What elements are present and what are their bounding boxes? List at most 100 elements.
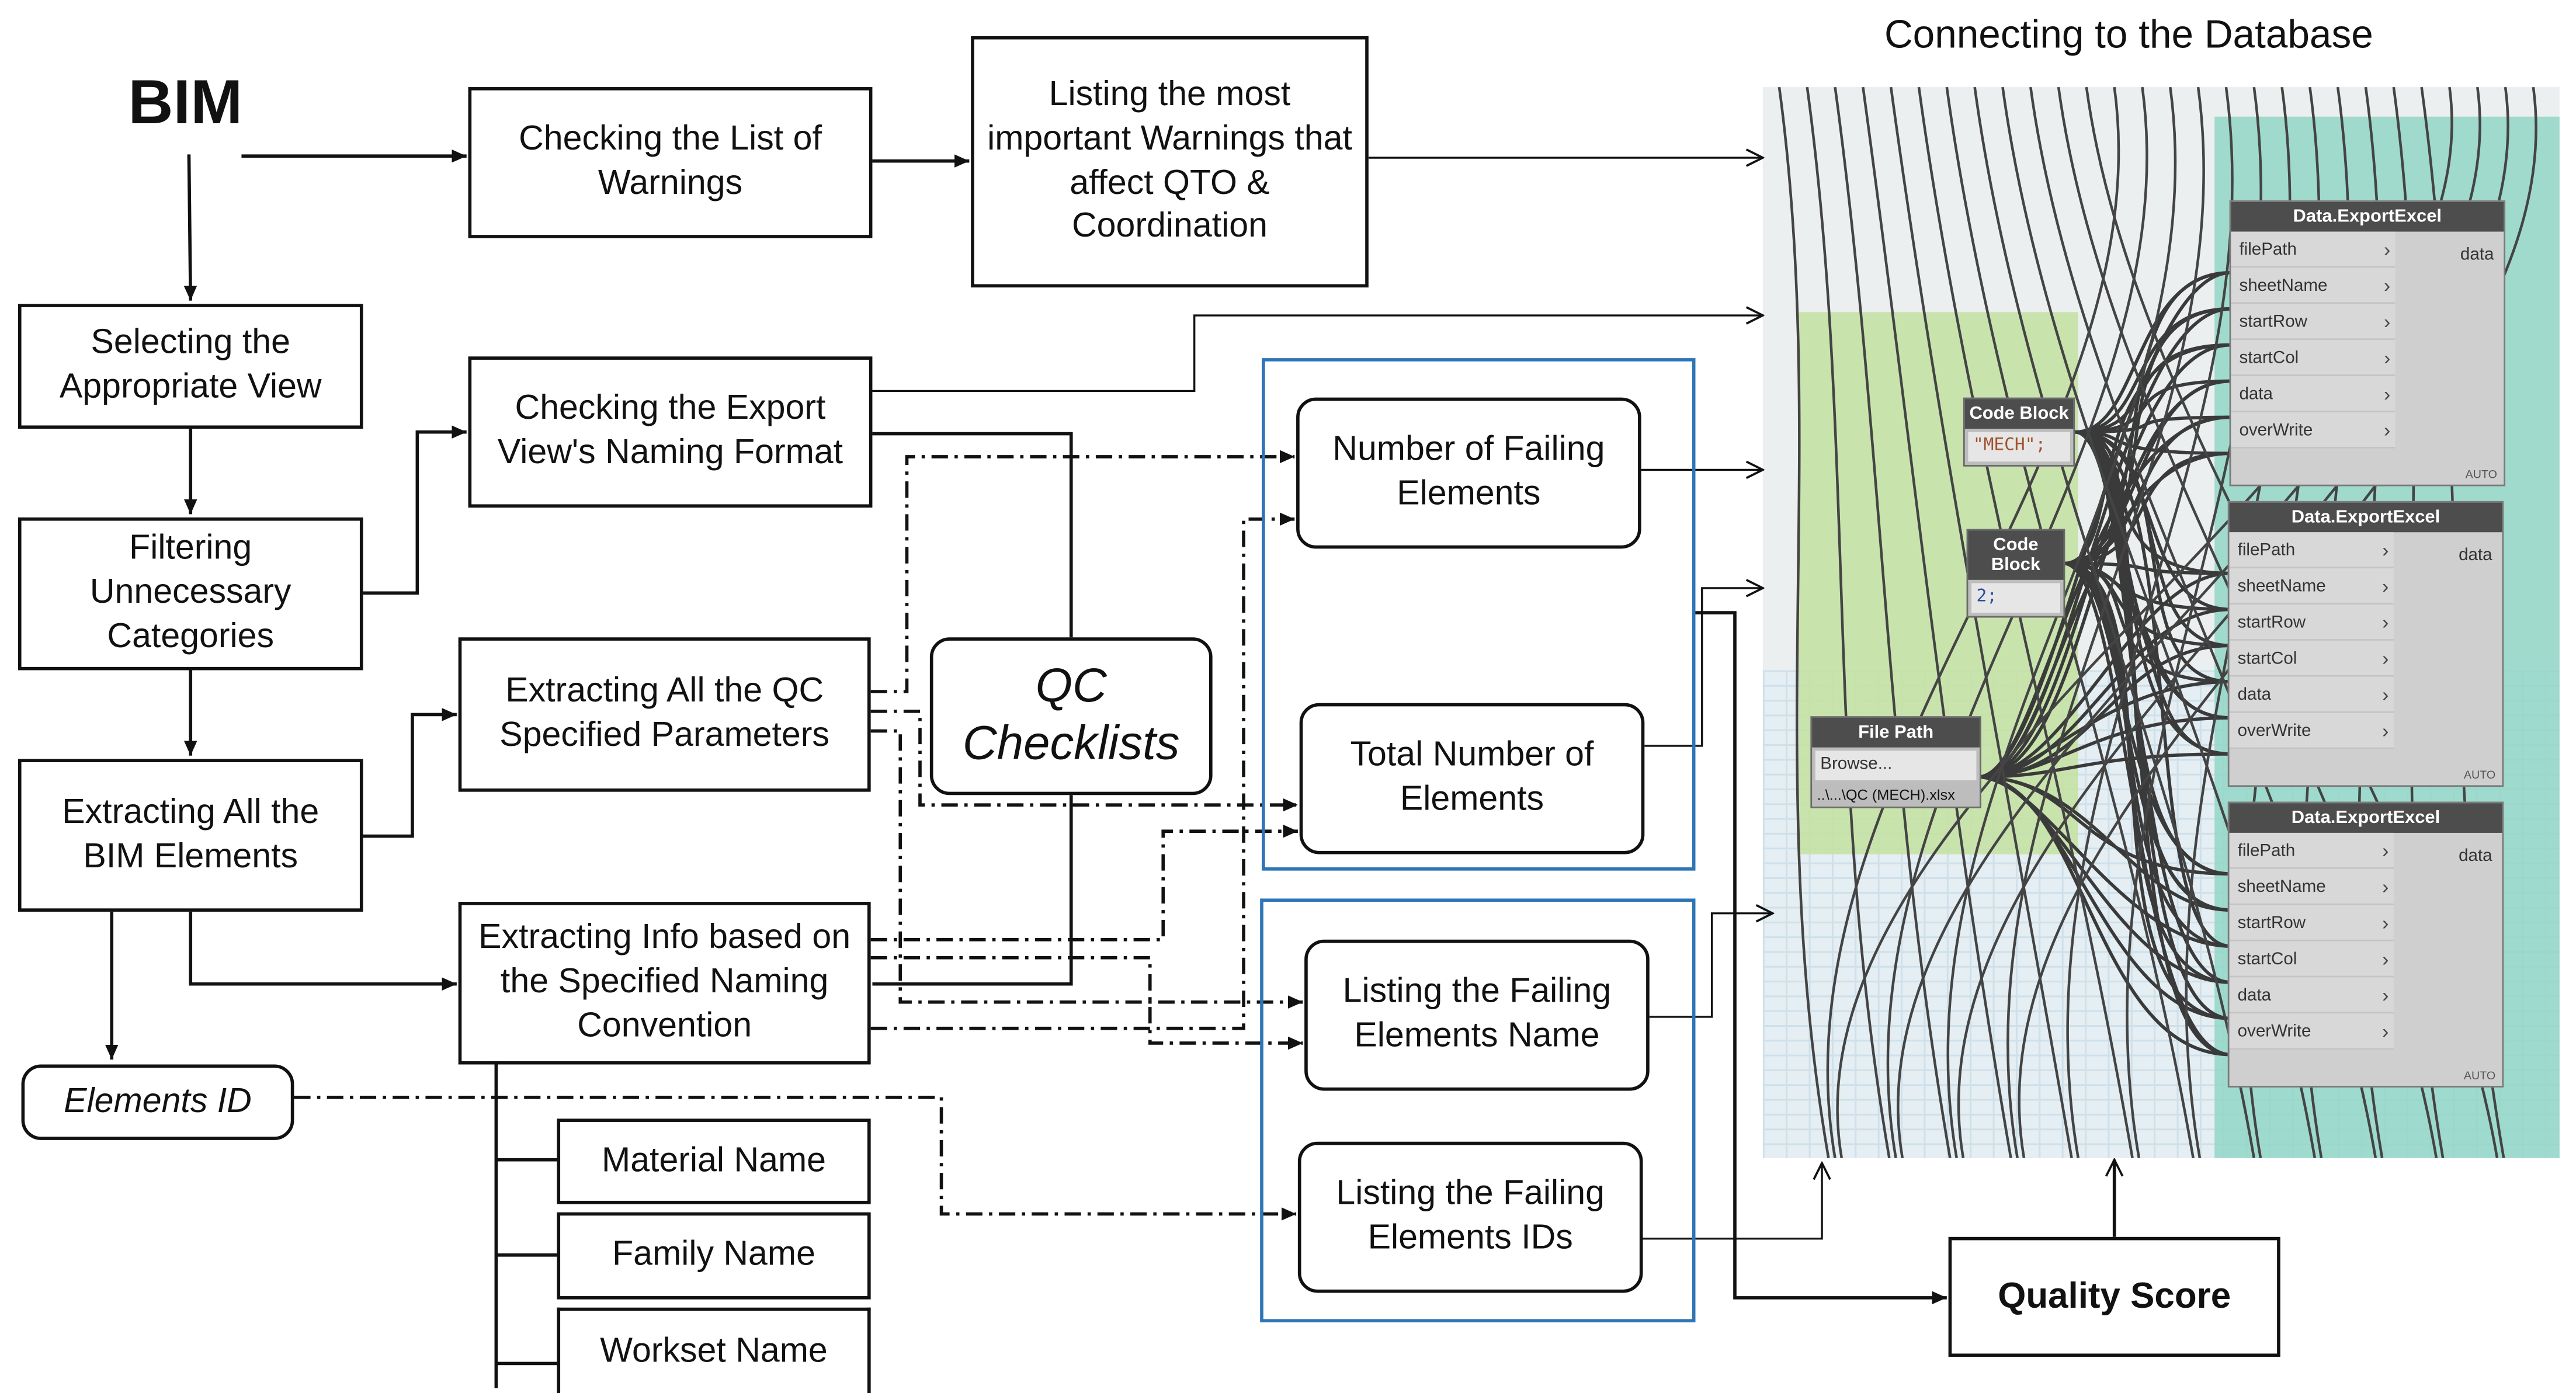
port-data[interactable]: data› bbox=[2229, 676, 2394, 713]
port-arrow-icon: › bbox=[2382, 575, 2389, 598]
export-excel-ports: filePath›sheetName›startRow›startCol›dat… bbox=[2229, 532, 2502, 749]
port-sheetName[interactable]: sheetName › bbox=[2229, 869, 2394, 905]
dashed-connector bbox=[870, 956, 1303, 1050]
port-overWrite[interactable]: overWrite› bbox=[2229, 713, 2394, 749]
total-count-box: Total Number of Elements bbox=[1299, 703, 1645, 854]
dynamo-wire bbox=[2075, 430, 2231, 1057]
export-excel-node-2[interactable]: Data.ExportExcel filePath›sheetName›star… bbox=[2227, 501, 2504, 787]
port-label: data bbox=[2237, 985, 2272, 1006]
listing-warnings-box: Listing the most important Warnings that… bbox=[971, 36, 1369, 288]
port-label: startCol bbox=[2239, 348, 2299, 368]
port-startCol[interactable]: startCol › bbox=[2231, 340, 2396, 377]
port-filePath[interactable]: filePath› bbox=[2229, 832, 2394, 869]
select-view-box: Selecting the Appropriate View bbox=[18, 304, 363, 429]
database-connector bbox=[1644, 588, 1763, 747]
flow-connector bbox=[189, 911, 457, 991]
failing-names-box: Listing the Failing Elements Name bbox=[1304, 939, 1650, 1091]
port-overWrite[interactable]: overWrite› bbox=[2229, 1013, 2394, 1050]
check-export-view-box: Checking the Export View's Naming Format bbox=[468, 356, 873, 508]
port-sheetName[interactable]: sheetName› bbox=[2231, 268, 2396, 304]
export-excel-ports: filePath›sheetName›startRow›startCol›dat… bbox=[2229, 832, 2502, 1050]
workset-name-box: Workset Name bbox=[557, 1307, 871, 1393]
quality-score-box: Quality Score bbox=[1948, 1236, 2280, 1357]
port-data[interactable]: data › bbox=[2231, 376, 2396, 412]
port-label: data bbox=[2237, 685, 2272, 705]
port-label: sheetName bbox=[2237, 877, 2326, 897]
port-arrow-icon: › bbox=[2382, 947, 2389, 971]
dashed-connector bbox=[870, 824, 1298, 942]
port-startRow[interactable]: startRow› bbox=[2229, 905, 2394, 942]
dynamo-wire bbox=[1978, 343, 2231, 779]
dynamo-wire bbox=[2063, 561, 2231, 756]
port-arrow-icon: › bbox=[2383, 383, 2391, 406]
dashed-connector bbox=[870, 450, 1295, 693]
port-overWrite[interactable]: overWrite› bbox=[2231, 412, 2396, 449]
dashed-connector bbox=[870, 710, 1298, 812]
dynamo-wire bbox=[2063, 561, 2231, 1057]
port-startRow[interactable]: startRow› bbox=[2229, 605, 2394, 641]
dynamo-wire bbox=[1978, 775, 2231, 1057]
bim-label: BIM bbox=[128, 69, 243, 138]
extract-info-naming-box: Extracting Info based on the Specified N… bbox=[458, 902, 871, 1065]
port-startRow[interactable]: startRow› bbox=[2231, 304, 2396, 341]
port-sheetName[interactable]: sheetName › bbox=[2229, 568, 2394, 605]
code-block-value[interactable]: "MECH"; bbox=[1968, 432, 2070, 462]
dynamo-wire bbox=[1806, 87, 1891, 1158]
file-path-node[interactable]: File Path Browse... ..\...\QC (MECH).xls… bbox=[1810, 716, 1981, 808]
code-block-node-1[interactable]: Code Block "MECH"; bbox=[1963, 397, 2075, 467]
filter-categories-box: Filtering Unnecessary Categories bbox=[18, 517, 363, 671]
code-block-node-2[interactable]: Code Block 2; bbox=[1966, 529, 2065, 618]
code-block-title: Code Block bbox=[1968, 530, 2064, 580]
file-path-value: ..\...\QC (MECH).xlsx bbox=[1817, 787, 1955, 804]
flow-connector bbox=[183, 154, 197, 301]
port-arrow-icon: › bbox=[2383, 238, 2391, 262]
auto-label: AUTO bbox=[2463, 770, 2496, 782]
family-name-box: Family Name bbox=[557, 1212, 871, 1300]
dynamo-wire bbox=[2006, 87, 2205, 1158]
port-filePath[interactable]: filePath› bbox=[2229, 532, 2394, 569]
flow-connector bbox=[1693, 611, 1947, 1305]
export-excel-node-1[interactable]: Data.ExportExcel filePath›sheetName›star… bbox=[2229, 200, 2506, 487]
port-label: data bbox=[2239, 384, 2273, 404]
database-connector bbox=[1643, 1163, 1822, 1240]
auto-label: AUTO bbox=[2465, 470, 2497, 482]
port-arrow-icon: › bbox=[2382, 719, 2389, 743]
port-arrow-icon: › bbox=[2383, 346, 2391, 370]
export-excel-output[interactable]: data bbox=[2459, 846, 2492, 866]
dynamo-wire bbox=[1978, 752, 2231, 779]
port-arrow-icon: › bbox=[2382, 911, 2389, 935]
port-data[interactable]: data › bbox=[2229, 977, 2394, 1014]
elements-id-box: Elements ID bbox=[21, 1064, 294, 1140]
code-block-title: Code Block bbox=[1964, 399, 2074, 429]
port-arrow-icon: › bbox=[2382, 1020, 2389, 1043]
port-startCol[interactable]: startCol › bbox=[2229, 941, 2394, 978]
qc-checklists-box: QC Checklists bbox=[929, 637, 1213, 795]
flow-connector bbox=[363, 425, 467, 595]
flow-connector bbox=[872, 795, 1073, 986]
browse-button[interactable]: Browse... bbox=[1815, 751, 1977, 780]
export-excel-node-3[interactable]: Data.ExportExcel filePath›sheetName›star… bbox=[2227, 801, 2504, 1088]
dashed-connector bbox=[870, 512, 1295, 1030]
port-arrow-icon: › bbox=[2382, 611, 2389, 634]
port-label: startCol bbox=[2237, 949, 2297, 970]
port-label: filePath bbox=[2239, 239, 2297, 260]
database-heading: Connecting to the Database bbox=[1884, 13, 2373, 58]
export-excel-ports: filePath›sheetName›startRow›startCol›dat… bbox=[2231, 231, 2504, 449]
dashed-connector bbox=[294, 1095, 1297, 1221]
port-label: sheetName bbox=[2237, 576, 2326, 596]
failing-count-box: Number of Failing Elements bbox=[1296, 397, 1641, 549]
export-excel-output[interactable]: data bbox=[2459, 545, 2492, 565]
code-block-value[interactable]: 2; bbox=[1971, 583, 2060, 613]
port-arrow-icon: › bbox=[2382, 984, 2389, 1008]
port-filePath[interactable]: filePath › bbox=[2231, 231, 2396, 268]
port-arrow-icon: › bbox=[2382, 876, 2389, 899]
port-arrow-icon: › bbox=[2382, 647, 2389, 671]
export-excel-output[interactable]: data bbox=[2460, 245, 2494, 265]
database-connector bbox=[872, 315, 1762, 392]
export-excel-title: Data.ExportExcel bbox=[2229, 502, 2502, 533]
port-label: startCol bbox=[2237, 648, 2297, 669]
port-startCol[interactable]: startCol › bbox=[2229, 640, 2394, 677]
flow-connector bbox=[363, 708, 457, 838]
flow-connector bbox=[872, 432, 1073, 638]
